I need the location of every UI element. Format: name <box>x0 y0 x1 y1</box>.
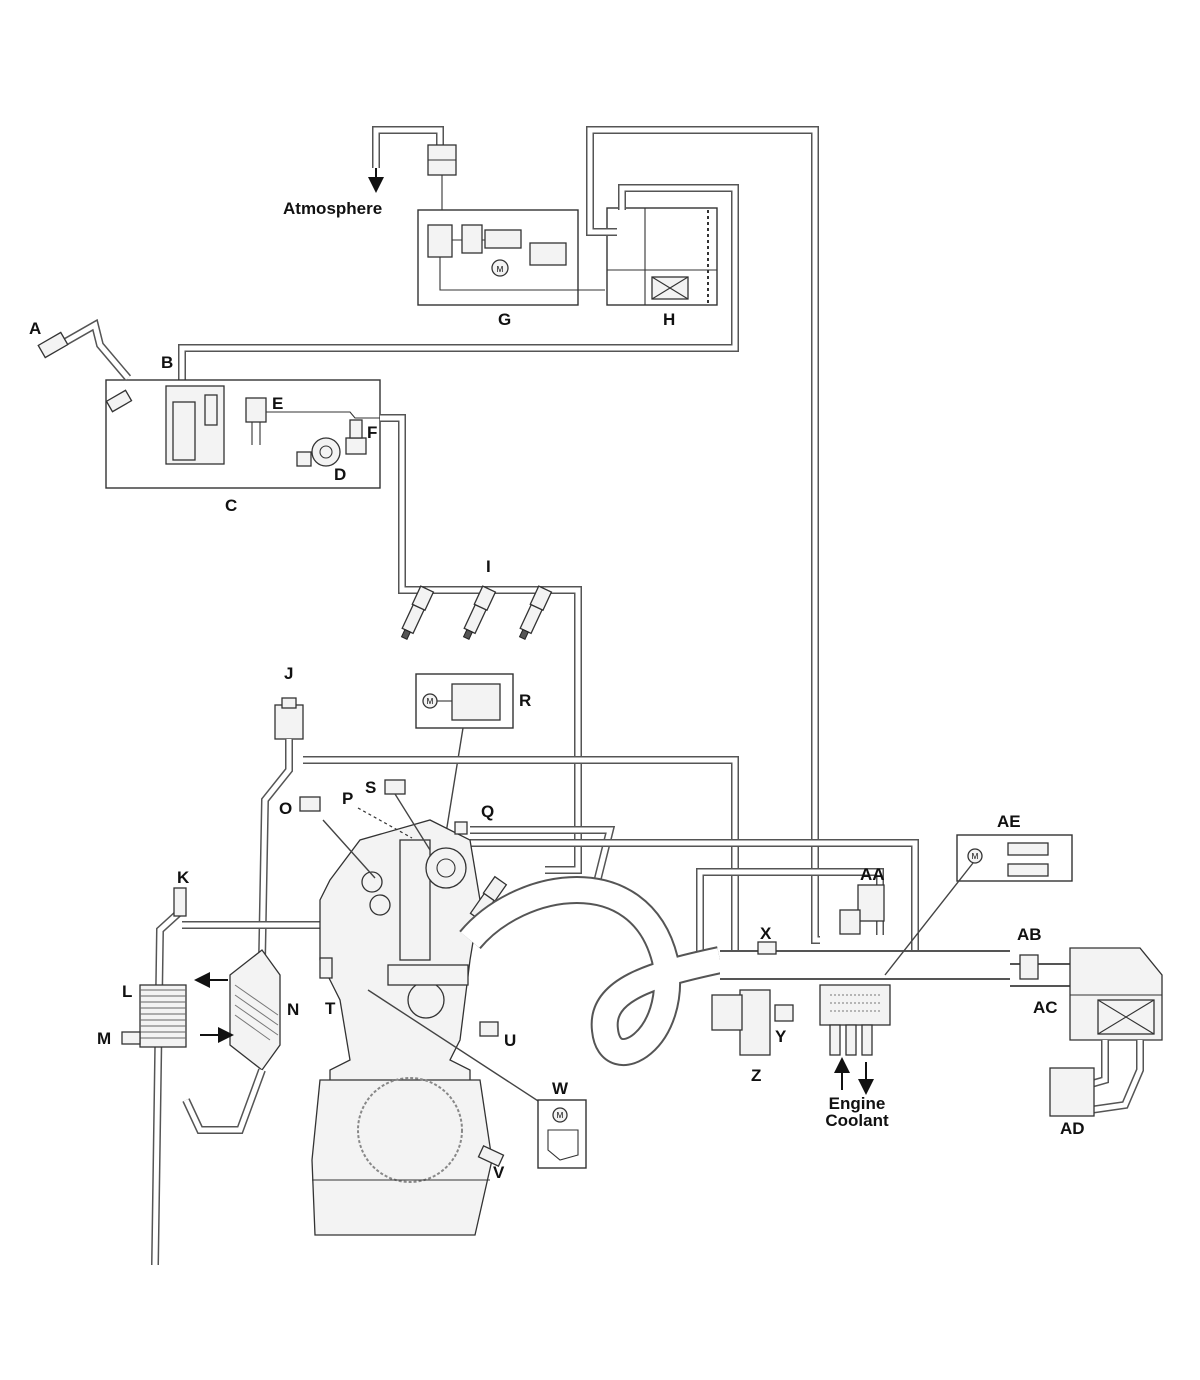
label-e: E <box>272 394 284 413</box>
label-g: G <box>498 310 512 329</box>
label-k: K <box>177 868 190 887</box>
throttle-and-sensors <box>711 884 891 1095</box>
label-i: I <box>486 557 491 576</box>
label-o: O <box>279 799 293 818</box>
label-aa: AA <box>860 865 885 884</box>
component-c-fuel-pump-module <box>105 379 381 489</box>
label-y: Y <box>775 1027 787 1046</box>
motor-symbol-r: M <box>427 697 434 706</box>
label-q: Q <box>481 802 495 821</box>
component-r-actuator-box <box>415 673 514 859</box>
label-v: V <box>493 1163 505 1182</box>
label-l: L <box>122 982 133 1001</box>
component-j-valve <box>258 697 739 975</box>
intake-manifold <box>459 876 1070 1066</box>
label-h: H <box>663 310 676 329</box>
label-u: U <box>504 1031 517 1050</box>
fuel-supply-line <box>380 414 582 874</box>
exhaust-system <box>121 887 330 1266</box>
motor-symbols: M M M M <box>427 265 979 1120</box>
label-b: B <box>161 353 174 372</box>
label-w: W <box>552 1079 569 1098</box>
label-f: F <box>367 423 378 442</box>
label-r: R <box>519 691 532 710</box>
component-w-actuator-box <box>537 1099 587 1169</box>
component-i-fuel-injectors <box>400 585 553 640</box>
label-atmosphere: Atmosphere <box>283 199 383 218</box>
label-j: J <box>284 664 294 683</box>
component-ae-sensor-box <box>884 834 1073 976</box>
label-s: S <box>365 778 377 797</box>
label-t: T <box>325 999 336 1018</box>
label-ab: AB <box>1017 925 1042 944</box>
motor-symbol-ae: M <box>972 852 979 861</box>
label-engine-coolant: Engine Coolant <box>825 1094 889 1130</box>
label-ac: AC <box>1033 998 1058 1017</box>
label-n: N <box>287 1000 300 1019</box>
label-z: Z <box>751 1066 762 1085</box>
label-ad: AD <box>1060 1119 1085 1138</box>
label-ae: AE <box>997 812 1021 831</box>
motor-symbol-g: M <box>497 265 504 274</box>
atmosphere-vent-line <box>368 126 457 210</box>
component-h-fuel-tank <box>606 207 718 306</box>
label-m: M <box>97 1029 112 1048</box>
label-p: P <box>342 789 354 808</box>
motor-symbol-w: M <box>557 1111 564 1120</box>
engine-block <box>299 779 556 1236</box>
component-g-evap-module <box>417 209 605 306</box>
label-x: X <box>760 924 772 943</box>
label-d: D <box>334 465 347 484</box>
air-intake-system <box>1019 947 1163 1117</box>
fuel-and-vapor-lines-top <box>178 126 820 944</box>
label-c: C <box>225 496 238 515</box>
component-a-fuel-inlet <box>37 318 133 413</box>
label-a: A <box>29 319 42 338</box>
